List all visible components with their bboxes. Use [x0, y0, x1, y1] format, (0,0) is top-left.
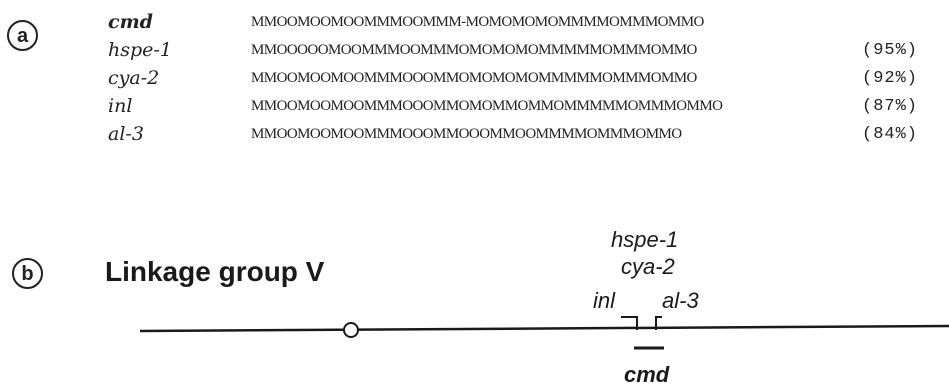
panel-b-label: b — [12, 258, 43, 289]
al-3-leader-line — [655, 316, 662, 330]
identity-percent: (95%) — [862, 41, 919, 60]
panel-a-letter: a — [16, 24, 29, 47]
gene-name: cya-2 — [108, 67, 160, 89]
al-3-label: al-3 — [662, 288, 699, 313]
inl-leader-line — [621, 316, 638, 330]
gene-sequence: MMOOMOOMOOMMMOOOMMOMOMMOMMOMMMMMOMMMOMMO — [251, 98, 723, 114]
identity-percent: (92%) — [862, 69, 919, 88]
cya-2-label: cya-2 — [621, 254, 675, 279]
cmd-label: cmd — [624, 362, 670, 387]
hspe-1-label: hspe-1 — [611, 227, 679, 252]
panel-b-letter: b — [21, 262, 34, 285]
gene-name: al-3 — [108, 123, 144, 145]
gene-sequence: MMOOOOOMOOMMMOOMMMOMOMOMOMMMMMOMMMOMMO — [251, 42, 697, 58]
chromosome-line — [139, 324, 949, 333]
gene-sequence: MMOOMOOMOOMMMOOOMMOOOMMOOMMMMOMMMOMMO — [251, 126, 682, 142]
gene-name: inl — [108, 95, 133, 117]
panel-a-label: a — [7, 20, 38, 51]
inl-label: inl — [593, 288, 616, 313]
gene-name: cmd — [108, 11, 153, 33]
identity-percent: (84%) — [862, 125, 919, 144]
identity-percent: (87%) — [862, 97, 919, 116]
linkage-group-title: Linkage group V — [105, 256, 325, 287]
gene-name: hspe-1 — [108, 39, 172, 61]
gene-sequence: MMOOMOOMOOMMMOOOMMOMOMOMOMMMMMOMMMOMMO — [251, 70, 697, 86]
gene-sequence: MMOOMOOMOOMMMOOMMM-MOMOMOMOMMMMOMMMOMMO — [251, 14, 704, 30]
centromere-marker — [343, 322, 359, 338]
